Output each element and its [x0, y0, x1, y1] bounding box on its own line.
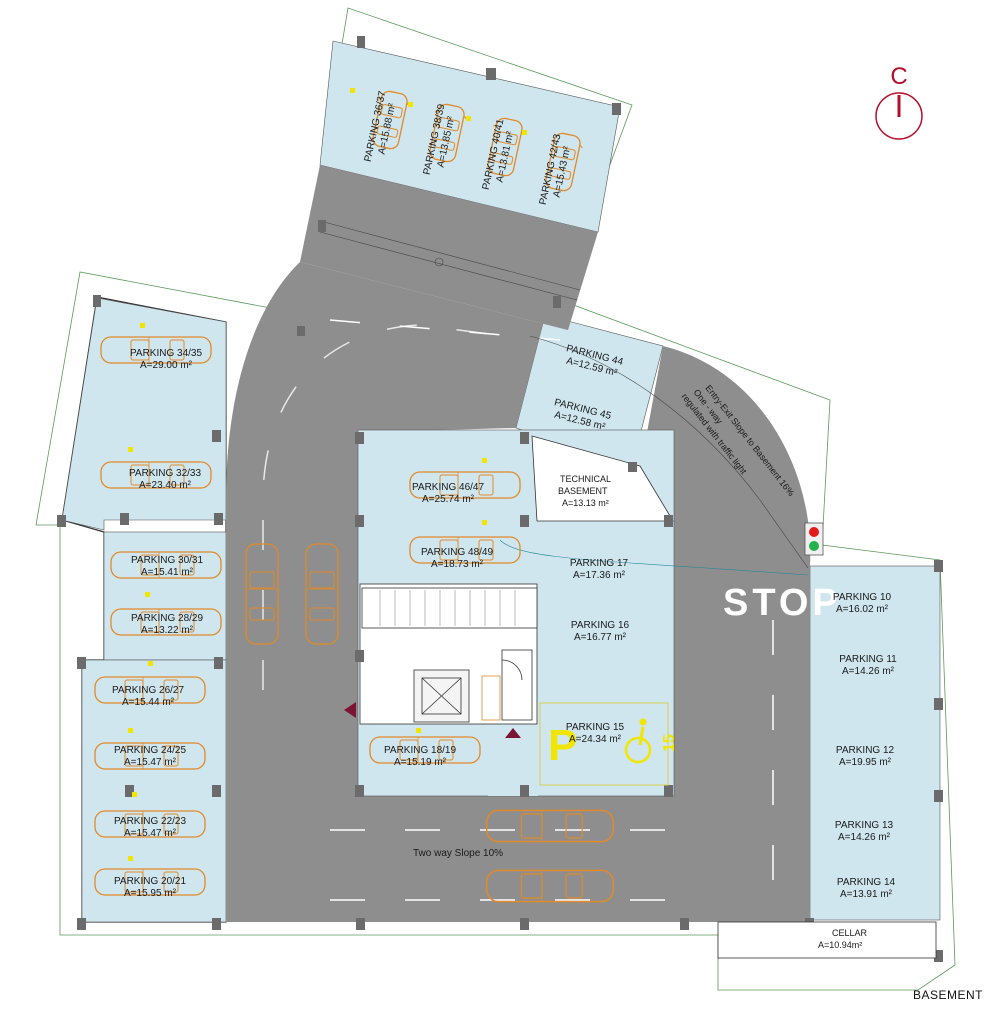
parking-area: A=17.36 m²: [573, 570, 626, 581]
parking-space-label: PARKING 18/19A=15.19 m²: [384, 745, 457, 768]
parking-name: PARKING 28/29: [131, 613, 204, 624]
parking-area: A=29.00 m²: [140, 360, 193, 371]
parking-area: A=16.02 m²: [836, 604, 889, 615]
parking-name: PARKING 32/33: [129, 468, 202, 479]
north-compass: C: [875, 63, 923, 140]
parking-area: A=16.77 m²: [574, 632, 627, 643]
parking-space-label: PARKING 15A=24.34 m²: [566, 722, 625, 745]
parking-area: A=15.41 m²: [141, 567, 194, 578]
accessible-number: 15: [661, 734, 678, 752]
svg-text:CELLAR: CELLAR: [832, 928, 868, 938]
parking-space-label: PARKING 17A=17.36 m²: [570, 558, 629, 581]
parking-area: A=15.47 m²: [124, 757, 177, 768]
arrow-icon: [505, 728, 521, 738]
parking-name: PARKING 30/31: [131, 555, 204, 566]
parking-space-label: PARKING 22/23A=15.47 m²: [114, 816, 187, 839]
parking-name: PARKING 14: [837, 877, 896, 888]
parking-name: PARKING 46/47: [412, 482, 485, 493]
space-markers: [128, 88, 527, 861]
parking-name: PARKING 13: [835, 820, 894, 831]
parking-area: A=13.91 m²: [840, 889, 893, 900]
svg-text:BASEMENT: BASEMENT: [558, 486, 608, 496]
parking-space-label: PARKING 14A=13.91 m²: [837, 877, 896, 900]
parking-space-label: PARKING 11A=14.26 m²: [839, 654, 897, 677]
arrow-icon: [344, 702, 356, 718]
parking-area: A=15.19 m²: [394, 757, 447, 768]
traffic-light: [804, 522, 824, 556]
parking-area: A=19.95 m²: [839, 757, 892, 768]
parking-name: PARKING 10: [833, 592, 892, 603]
stop-marking: STOP: [723, 582, 842, 624]
parking-name: PARKING 48/49: [421, 547, 494, 558]
parking-area: A=24.34 m²: [569, 734, 622, 745]
svg-text:TECHNICAL: TECHNICAL: [560, 474, 611, 484]
parking-name: PARKING 18/19: [384, 745, 457, 756]
columns: [57, 36, 943, 962]
parking-area: A=15.95 m²: [124, 888, 177, 899]
svg-text:A=13.13 m²: A=13.13 m²: [562, 498, 609, 508]
svg-text:A=10.94m²: A=10.94m²: [818, 940, 862, 950]
parking-name: PARKING 34/35: [130, 348, 203, 359]
parking-area: A=23.40 m²: [139, 480, 192, 491]
svg-text:P: P: [548, 721, 577, 770]
lane-markings: [262, 319, 774, 901]
driveway: [226, 165, 811, 922]
direction-arrows: [344, 702, 521, 738]
parking-name: PARKING 16: [571, 620, 630, 631]
parking-name: PARKING 24/25: [114, 745, 187, 756]
parking-name: PARKING 15: [566, 722, 625, 733]
parking-area: A=14.26 m²: [838, 832, 891, 843]
drawing-title: BASEMENT: [912, 988, 983, 1002]
parking-area: A=15.44 m²: [122, 697, 175, 708]
cellar-room: CELLAR A=10.94m²: [717, 921, 937, 959]
parking-space-label: PARKING 26/27A=15.44 m²: [112, 685, 185, 708]
parking-space-label: PARKING 13A=14.26 m²: [835, 820, 894, 843]
technical-basement-label: TECHNICAL BASEMENT A=13.13 m²: [558, 474, 611, 508]
parking-space-label: PARKING 16A=16.77 m²: [571, 620, 630, 643]
accessible-space: P 15: [539, 702, 678, 786]
parking-name: PARKING 20/21: [114, 876, 187, 887]
parking-space-label: PARKING 24/25A=15.47 m²: [114, 745, 187, 768]
parking-name: PARKING 17: [570, 558, 629, 569]
parking-space-label: PARKING 32/33A=23.40 m²: [129, 468, 202, 491]
parking-space-label: PARKING 28/29A=13.22 m²: [131, 613, 204, 636]
parking-space-label: PARKING 48/49A=18.73 m²: [421, 547, 494, 570]
parking-name: PARKING 26/27: [112, 685, 185, 696]
service-core: [361, 587, 538, 723]
parking-name: PARKING 22/23: [114, 816, 187, 827]
two-way-slope-label: Two way Slope 10%: [413, 848, 503, 859]
parking-name: PARKING 12: [836, 745, 895, 756]
parking-area: A=13.22 m²: [141, 625, 194, 636]
ramp-lines: [319, 221, 809, 576]
parking-area: A=14.26 m²: [842, 666, 895, 677]
parking-area: A=25.74 m²: [422, 494, 475, 505]
parking-space-label: PARKING 10A=16.02 m²: [833, 592, 892, 615]
compass-letter: C: [890, 63, 907, 90]
parking-space-label: PARKING 46/47A=25.74 m²: [412, 482, 485, 505]
parking-space-label: PARKING 12A=19.95 m²: [836, 745, 895, 768]
parking-space-label: PARKING 30/31A=15.41 m²: [131, 555, 204, 578]
parking-space-label: PARKING 34/35A=29.00 m²: [130, 348, 203, 371]
parking-space-label: PARKING 20/21A=15.95 m²: [114, 876, 187, 899]
parking-area: A=15.47 m²: [124, 828, 177, 839]
parking-name: PARKING 11: [839, 654, 897, 665]
parking-area: A=18.73 m²: [431, 559, 484, 570]
